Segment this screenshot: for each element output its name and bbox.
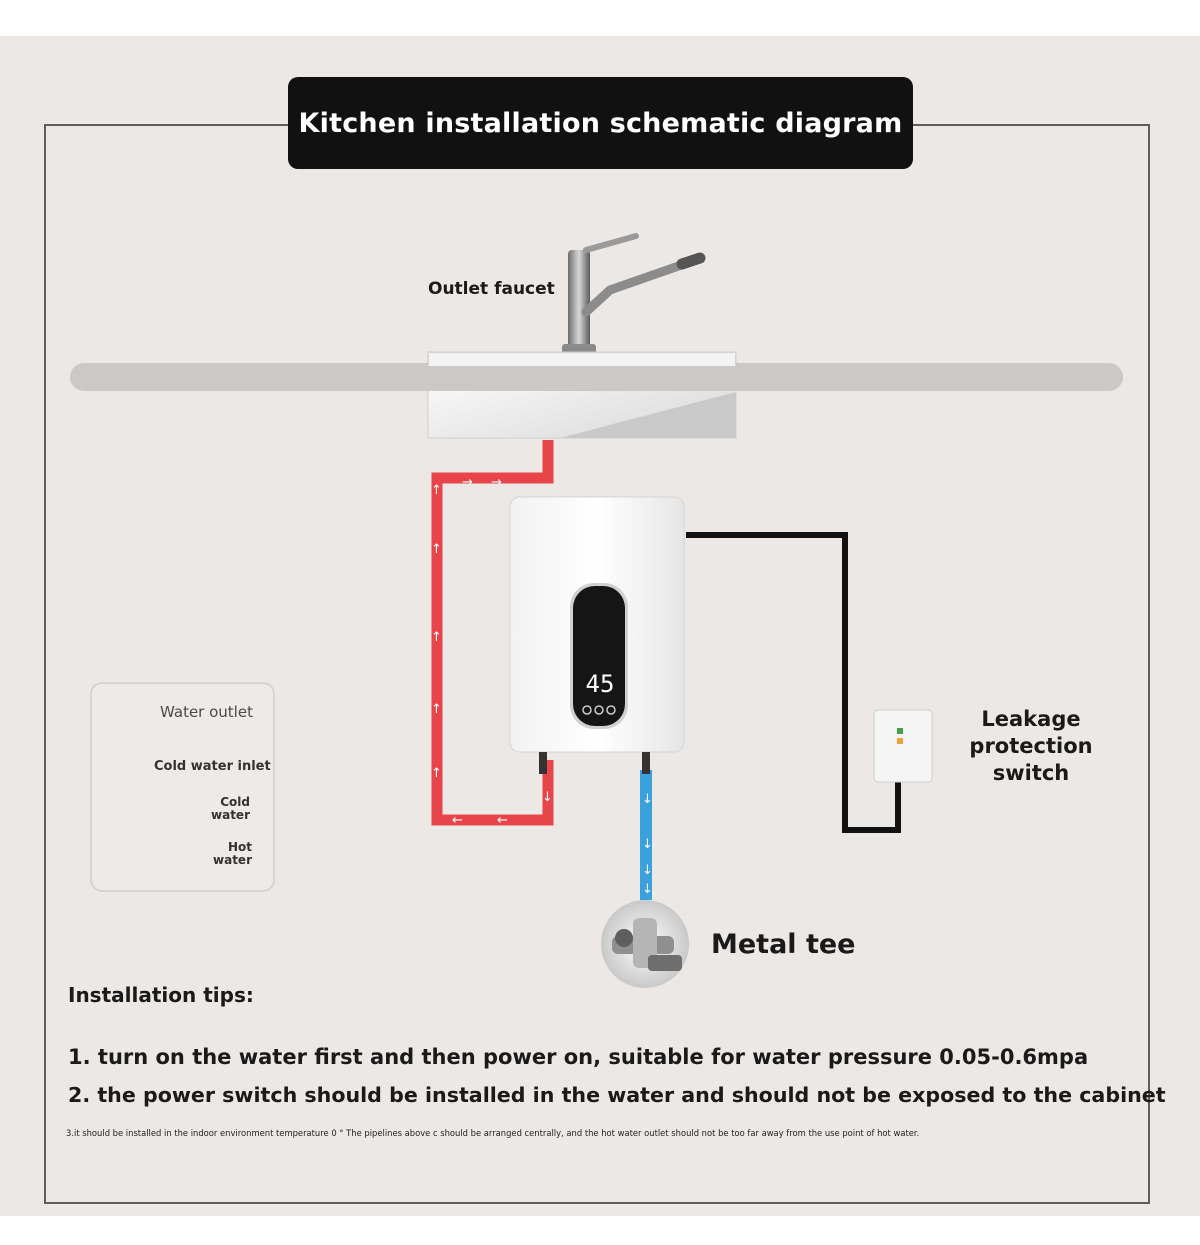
svg-text:↑: ↑ xyxy=(431,483,442,498)
hot-water-pipe xyxy=(431,440,554,826)
installation-tips-heading: Installation tips: xyxy=(68,983,254,1007)
power-cable xyxy=(686,532,901,833)
installation-tip-3: 3.it should be installed in the indoor e… xyxy=(66,1128,920,1138)
installation-tip-2: 2. the power switch should be installed … xyxy=(68,1083,1166,1107)
svg-text:↓: ↓ xyxy=(642,837,653,852)
legend-water-outlet: Water outlet xyxy=(160,703,253,721)
metal-tee-label: Metal tee xyxy=(711,929,856,960)
sink-rim xyxy=(428,352,736,366)
water-heater xyxy=(509,496,685,774)
svg-text:↑: ↑ xyxy=(431,766,442,781)
power-button-icon xyxy=(594,705,604,715)
outlet-faucet-label: Outlet faucet xyxy=(428,279,555,299)
svg-text:→: → xyxy=(462,475,473,490)
svg-text:↓: ↓ xyxy=(642,792,653,807)
legend-cold-line-2: water xyxy=(211,808,250,822)
legend-hot-line-2: water xyxy=(213,853,252,867)
svg-text:↓: ↓ xyxy=(642,882,653,897)
svg-text:→: → xyxy=(491,475,502,490)
svg-text:←: ← xyxy=(452,813,463,828)
legend-cold-water: Cold water xyxy=(202,796,250,822)
diagram-title: Kitchen installation schematic diagram xyxy=(288,77,913,169)
svg-text:↑: ↑ xyxy=(431,702,442,717)
leakage-label-line-1: Leakage xyxy=(981,707,1081,731)
legend-box: Water outlet Cold water inlet Cold water… xyxy=(90,682,275,892)
hot-pipe-arrows: ↑ ↑ ↑ ↑ ↑ → → ← ← ↓ xyxy=(431,475,553,828)
svg-text:←: ← xyxy=(497,813,508,828)
leakage-label-line-2: protection xyxy=(969,734,1093,758)
svg-text:↑: ↑ xyxy=(431,630,442,645)
svg-text:↓: ↓ xyxy=(542,790,553,805)
faucet-icon xyxy=(562,233,706,354)
installation-tip-1: 1. turn on the water first and then powe… xyxy=(68,1045,1089,1069)
leakage-switch-label: Leakage protection switch xyxy=(968,706,1094,787)
leakage-label-line-3: switch xyxy=(992,761,1070,785)
heater-temperature-display: 45 xyxy=(585,670,615,698)
metal-tee-icon xyxy=(601,900,689,988)
svg-text:↓: ↓ xyxy=(642,863,653,878)
cold-water-pipe: ↓ ↓ ↓ ↓ xyxy=(640,770,653,900)
countertop xyxy=(70,363,1123,391)
plus-button-icon xyxy=(606,705,616,715)
svg-text:↑: ↑ xyxy=(431,542,442,557)
minus-button-icon xyxy=(582,705,592,715)
leakage-switch-device xyxy=(873,709,933,783)
legend-hot-line-1: Hot xyxy=(227,840,252,854)
legend-hot-water: Hot water xyxy=(202,841,252,867)
legend-cold-water-inlet: Cold water inlet xyxy=(154,759,271,774)
legend-cold-line-1: Cold xyxy=(220,795,250,809)
